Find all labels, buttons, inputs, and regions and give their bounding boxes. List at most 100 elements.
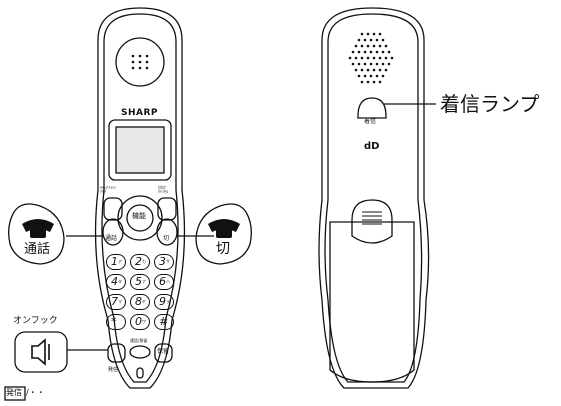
front-earpiece — [115, 37, 165, 87]
speaker-hole — [387, 50, 391, 54]
front-menu-key — [126, 204, 154, 232]
speaker-hole — [357, 62, 361, 66]
speaker-hole — [363, 74, 367, 78]
brand-label: SHARP — [121, 108, 159, 118]
front-end-key-label: 切 — [163, 235, 170, 242]
keypad-key-hash[interactable]: # — [154, 314, 174, 330]
speaker-hole — [366, 44, 370, 48]
speaker-hole — [366, 56, 370, 60]
speaker-hole — [363, 62, 367, 66]
front-display-screen — [115, 126, 165, 174]
front-bottom-center-label: 通話/保留 — [130, 338, 148, 343]
keypad-kana: ラ — [166, 299, 170, 304]
speaker-hole — [372, 56, 376, 60]
front-nav-ring — [117, 195, 163, 241]
front-key-right-top — [157, 197, 177, 221]
front-bottom-center-key — [129, 345, 151, 359]
speaker-hole — [372, 32, 376, 36]
end-label: 切 — [216, 241, 230, 257]
back-incoming-lamp — [357, 97, 387, 119]
back-logo: dD — [364, 141, 380, 152]
keypad-key-5[interactable]: 5ナ — [130, 274, 150, 290]
keypad-digit: 5 — [135, 275, 142, 288]
back-cover-latch — [351, 199, 393, 244]
front-talk-key-label: 通話 — [105, 235, 118, 242]
keypad-kana: マ — [118, 299, 122, 304]
speaker-hole — [381, 74, 385, 78]
keypad-key-3[interactable]: 3サ — [154, 254, 174, 270]
redial-suffix-label: /・・ — [26, 388, 45, 397]
speaker-hole — [381, 62, 385, 66]
front-redial-key-label: 発信 — [108, 367, 119, 373]
incoming-lamp-label: 着信ランプ — [440, 92, 540, 116]
speaker-hole — [351, 50, 355, 54]
redial-box-label: 発信 — [6, 388, 22, 397]
keypad-kana: ナ — [142, 279, 146, 284]
keypad-kana: サ — [166, 259, 170, 264]
speaker-hole — [378, 80, 382, 84]
speaker-hole — [357, 38, 361, 42]
speaker-hole — [375, 38, 379, 42]
speaker-hole — [357, 74, 361, 78]
keypad-key-6[interactable]: 6ハ — [154, 274, 174, 290]
speaker-hole — [372, 44, 376, 48]
speaker-hole — [360, 80, 364, 84]
speaker-hole — [354, 44, 358, 48]
keypad-digit: 9 — [159, 295, 166, 308]
keypad-key-star[interactable]: * — [106, 314, 126, 330]
speaker-hole — [387, 62, 391, 66]
keypad-digit: 4 — [111, 275, 118, 288]
speaker-hole — [375, 50, 379, 54]
keypad-digit: 1 — [111, 255, 118, 268]
keypad-kana: タ — [118, 279, 122, 284]
front-key-right-top-label: ｶﾀｶﾅ ｷｬﾝｾﾙ — [158, 185, 168, 194]
keypad-kana: カ — [142, 259, 146, 264]
front-end-key — [156, 218, 178, 246]
keypad-kana: ア — [118, 259, 122, 264]
talk-phone-icon — [22, 219, 54, 238]
speaker-hole — [360, 32, 364, 36]
back-handset-inner — [324, 13, 423, 383]
speaker-hole — [360, 44, 364, 48]
speaker-hole — [351, 62, 355, 66]
speaker-callout — [14, 331, 68, 373]
keypad-key-7[interactable]: 7マ — [106, 294, 126, 310]
speaker-hole — [381, 38, 385, 42]
front-mic — [136, 367, 144, 379]
front-speaker-key — [107, 343, 126, 363]
speaker-label: オンフック — [13, 316, 58, 326]
front-hold-key-label: 保留 — [157, 348, 170, 355]
speaker-hole — [363, 38, 367, 42]
speaker-hole — [354, 68, 358, 72]
speaker-hole — [378, 68, 382, 72]
keypad-key-1[interactable]: 1ア — [106, 254, 126, 270]
front-menu-key-label: 機能 — [132, 212, 146, 220]
speaker-hole — [375, 74, 379, 78]
speaker-hole — [360, 68, 364, 72]
speaker-hole — [375, 62, 379, 66]
end-callout — [195, 203, 252, 265]
speaker-hole — [381, 50, 385, 54]
speaker-hole — [348, 56, 352, 60]
keypad-key-0[interactable]: 0ワ — [130, 314, 150, 330]
speaker-hole — [384, 44, 388, 48]
front-hold-key — [154, 343, 173, 363]
speaker-hole — [372, 68, 376, 72]
speaker-hole — [384, 68, 388, 72]
back-lamp-small-label: 着信 — [364, 118, 377, 125]
keypad-kana: ヤ — [142, 299, 146, 304]
front-key-left-top-label: ｷｬｯﾁﾌﾗｲﾝ ｸﾘｱ — [100, 185, 116, 194]
back-handset-body — [318, 7, 430, 389]
speaker-hole — [354, 56, 358, 60]
keypad-key-9[interactable]: 9ラ — [154, 294, 174, 310]
speaker-hole — [369, 74, 373, 78]
keypad-digit: 8 — [135, 295, 142, 308]
speaker-hole — [390, 56, 394, 60]
speaker-hole — [378, 56, 382, 60]
keypad-key-4[interactable]: 4タ — [106, 274, 126, 290]
speaker-hole — [360, 56, 364, 60]
keypad-key-2[interactable]: 2カ — [130, 254, 150, 270]
keypad-key-8[interactable]: 8ヤ — [130, 294, 150, 310]
talk-label: 通話 — [24, 242, 51, 257]
speaker-hole — [378, 44, 382, 48]
